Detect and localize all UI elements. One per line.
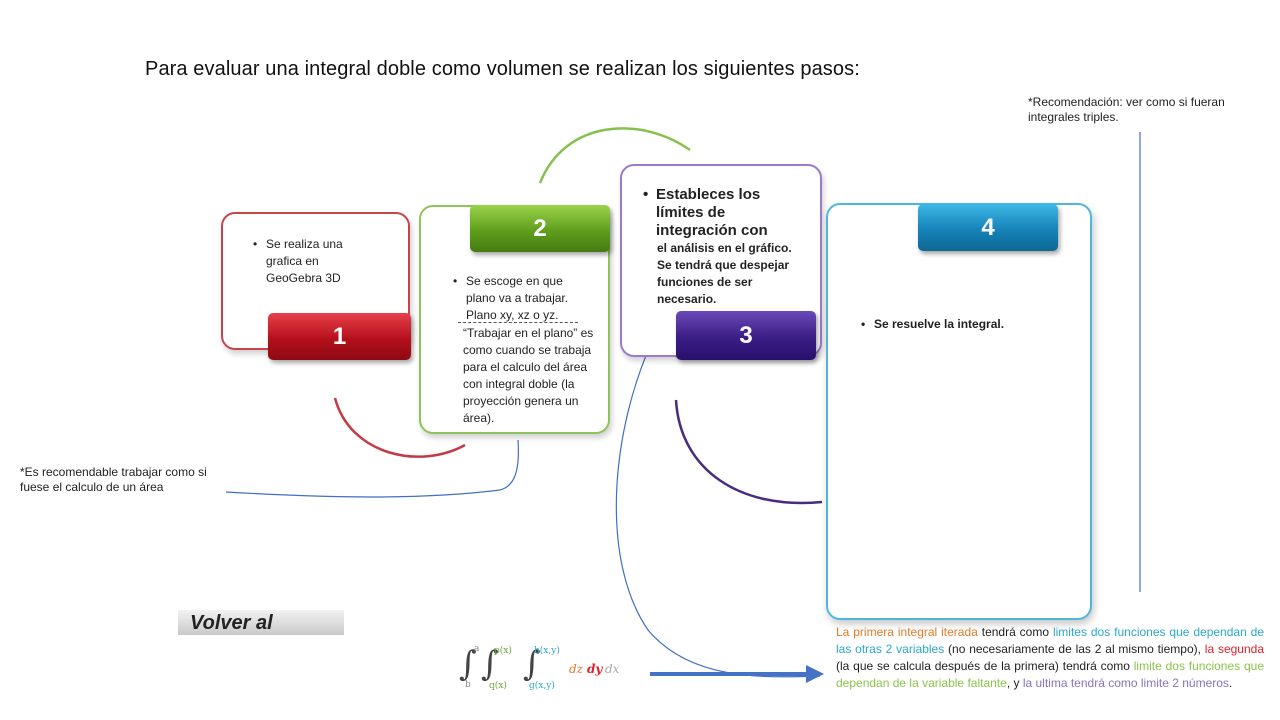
green-arc bbox=[538, 127, 691, 184]
inner-lower-limit: g(x,y) bbox=[529, 681, 555, 691]
explanation-paragraph: La primera integral iterada tendrá como … bbox=[836, 624, 1264, 692]
explanation-text-5: . bbox=[1228, 676, 1233, 690]
outer-lower-limit: b bbox=[465, 680, 471, 690]
explanation-text-2: (no necesariamente de las 2 al mismo tie… bbox=[944, 642, 1205, 656]
inner-upper-limit: h(x,y) bbox=[534, 646, 560, 656]
step-2-divider bbox=[458, 322, 578, 323]
purple-arc bbox=[674, 399, 823, 505]
area-note: *Es recomendable trabajar como si fuese … bbox=[20, 465, 207, 494]
middle-upper-limit: p(x) bbox=[494, 646, 512, 656]
explanation-text-1: tendrá como bbox=[977, 625, 1053, 639]
formula-arrow-head bbox=[806, 665, 824, 683]
second-limits-text: limite dos funciones que dependan de la … bbox=[836, 659, 1264, 690]
step-3-badge: 3 bbox=[676, 311, 816, 360]
red-arc bbox=[333, 397, 466, 458]
differential-dz: dz bbox=[569, 662, 584, 676]
step-2-text: Se escoge en que plano va a trabajar. Pl… bbox=[453, 273, 592, 324]
inner-integral-sign: ∫ bbox=[523, 644, 541, 684]
differential-dy: dy bbox=[587, 662, 603, 676]
recommendation-note: *Recomendación: ver como si fueran integ… bbox=[1028, 95, 1225, 124]
page-title: Para evaluar una integral doble como vol… bbox=[145, 58, 860, 80]
step-2-extra-text: “Trabajar en el plano” es como cuando se… bbox=[463, 326, 594, 425]
outer-upper-limit: a bbox=[474, 644, 480, 654]
step-4-badge: 4 bbox=[918, 204, 1058, 251]
second-integral-text: la segunda bbox=[1204, 642, 1264, 656]
step-4-card bbox=[826, 203, 1092, 620]
area-note-line bbox=[225, 439, 520, 498]
first-integral-text: La primera integral iterada bbox=[836, 625, 978, 639]
differential-dx: dx bbox=[605, 662, 620, 676]
step-3-text: el análisis en el gráfico. Se tendrá que… bbox=[657, 241, 792, 306]
explanation-text-3: (la que se calcula después de la primera… bbox=[836, 659, 1134, 673]
step-3-heading: Estableces los límites de integración co… bbox=[643, 186, 806, 240]
middle-lower-limit: q(x) bbox=[489, 681, 507, 691]
explanation-text-4: , y bbox=[1006, 676, 1023, 690]
back-button[interactable]: Volver al bbox=[178, 610, 344, 635]
outer-integral-sign: ∫ bbox=[459, 644, 477, 684]
step-2-badge: 2 bbox=[470, 205, 610, 252]
step-1-badge: 1 bbox=[268, 313, 411, 360]
first-limits-text: limites dos funciones que dependan de la… bbox=[836, 625, 1265, 656]
step-4-text: Se resuelve la integral. bbox=[861, 316, 1074, 333]
triple-integral-formula: ∫ a b ∫ p(x) q(x) ∫ h(x,y) g(x,y) dz dy … bbox=[459, 640, 629, 698]
step3-to-paragraph-line bbox=[615, 334, 821, 678]
last-limits-text: la ultima tendrá como limite 2 números bbox=[1022, 676, 1229, 690]
middle-integral-sign: ∫ bbox=[481, 644, 499, 684]
step-1-text: Se realiza una grafica en GeoGebra 3D bbox=[253, 236, 356, 287]
